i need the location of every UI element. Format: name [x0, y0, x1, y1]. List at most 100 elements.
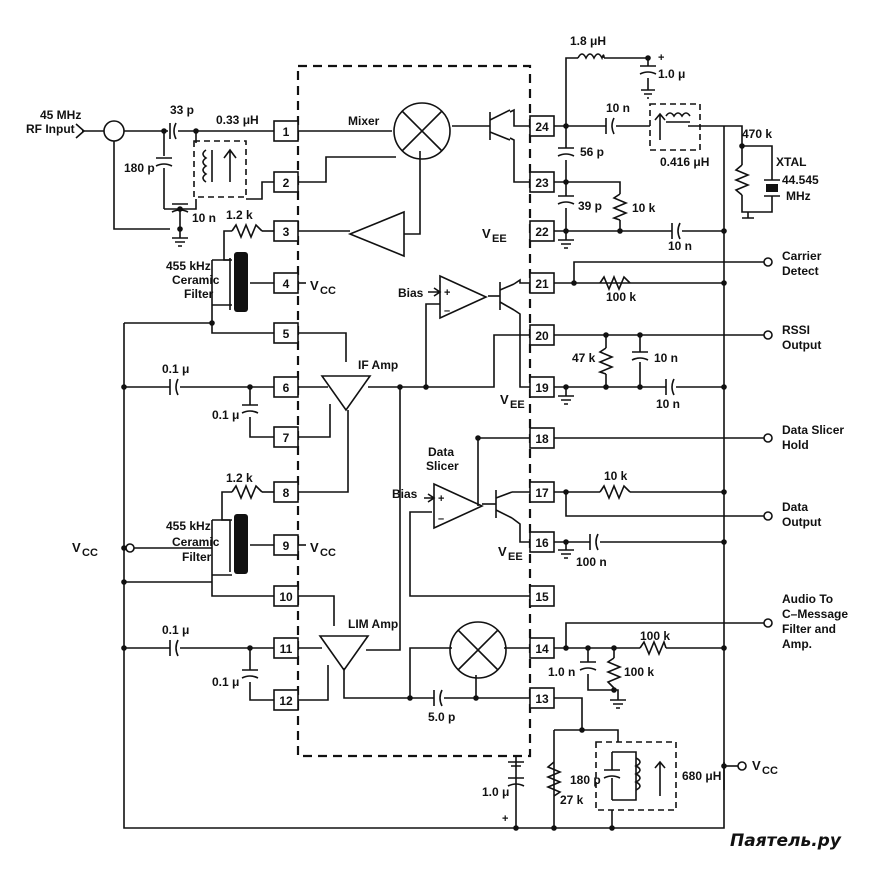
label-data-slicer-1: Data	[428, 445, 454, 459]
svg-text:EE: EE	[508, 551, 523, 563]
pin-19: 19	[535, 381, 549, 395]
inductor-1u8	[577, 53, 605, 61]
mixer-symbol	[393, 102, 451, 160]
label-180p-input: 180 p	[124, 161, 155, 175]
svg-text:CC: CC	[320, 285, 336, 297]
pin-17: 17	[535, 486, 549, 500]
tunable-coil-033uh	[193, 140, 247, 198]
rssi-output-terminal	[763, 330, 773, 340]
pin-24: 24	[535, 120, 549, 134]
label-100k-pin14: 100 k	[640, 629, 670, 643]
capacitor-56p	[557, 147, 575, 157]
label-xtal-freq-1: 44.545	[782, 173, 819, 187]
label-rf-freq: 45 MHz	[40, 108, 81, 122]
capacitor-5p	[433, 689, 443, 707]
capacitor-1n-pin14	[579, 661, 597, 671]
pin-13: 13	[535, 692, 549, 706]
label-10n-input: 10 n	[192, 211, 216, 225]
wires	[82, 57, 773, 829]
label-if-amp: IF Amp	[358, 358, 398, 372]
label-180p-pin13: 180 p	[570, 773, 601, 787]
label-rssi-2: Output	[782, 338, 821, 352]
data-slicer-hold-terminal	[763, 433, 773, 443]
label-filter-a-3: Filter	[184, 287, 214, 301]
label-470k: 470 k	[742, 127, 772, 141]
vcc-label-right: V CC	[752, 758, 778, 777]
pin-16: 16	[535, 536, 549, 550]
label-01u-pin12: 0.1 μ	[212, 675, 239, 689]
pin-18: 18	[535, 432, 549, 446]
label-data-1: Data	[782, 500, 808, 514]
label-audio-2: C–Message	[782, 607, 848, 621]
resistor-47k	[597, 347, 615, 375]
capacitor-100n-pin16	[589, 533, 599, 551]
label-audio-4: Amp.	[782, 637, 812, 651]
label-10n-pin20: 10 n	[654, 351, 678, 365]
pin-7: 7	[283, 431, 290, 445]
label-rssi-1: RSSI	[782, 323, 810, 337]
right-pins	[529, 115, 555, 709]
label-data-slicer-2: Slicer	[426, 459, 459, 473]
ground-pin14	[610, 699, 626, 709]
resistor-100k-pin14	[639, 639, 667, 657]
label-47k: 47 k	[572, 351, 596, 365]
label-1n-pin14: 1.0 n	[548, 665, 575, 679]
pin-8: 8	[283, 486, 290, 500]
pin-5: 5	[283, 327, 290, 341]
data-slicer-transistor	[495, 490, 513, 519]
label-bias-top: Bias	[398, 286, 424, 300]
pin-21: 21	[535, 277, 549, 291]
label-xtal-freq-2: MHz	[786, 189, 811, 203]
label-10n-pin19: 10 n	[656, 397, 680, 411]
audio-output-terminal	[763, 618, 773, 628]
svg-text:CC: CC	[320, 547, 336, 559]
sign-plus-1u-bottom: +	[502, 813, 508, 825]
vcc-label-left: V CC	[72, 540, 98, 559]
ground-pin22	[558, 239, 574, 249]
resistor-100k-pin14-shunt	[605, 657, 623, 689]
pin-12: 12	[279, 694, 293, 708]
resistor-27k	[545, 761, 563, 797]
pin-22: 22	[535, 225, 549, 239]
carrier-detect-transistor	[499, 282, 515, 311]
left-pins	[273, 120, 299, 711]
capacitor-10n-pin20	[631, 351, 649, 361]
label-27k: 27 k	[560, 793, 584, 807]
capacitor-33p	[169, 122, 177, 140]
oscillator-amplifier	[347, 210, 405, 258]
sign-plus-bottom: +	[438, 493, 444, 505]
quadrature-tank-680uh	[595, 741, 677, 811]
vee-label-pin22: V EE	[482, 226, 507, 245]
sign-minus-bottom: –	[438, 513, 444, 525]
svg-text:V: V	[310, 540, 319, 555]
pin-4: 4	[283, 277, 290, 291]
pin-14: 14	[535, 642, 549, 656]
vcc-label-pin4: V CC	[310, 278, 336, 297]
label-audio-1: Audio To	[782, 592, 833, 606]
label-filter-a-2: Ceramic	[172, 273, 220, 287]
label-1u-top: 1.0 μ	[658, 67, 685, 81]
pin-9: 9	[283, 539, 290, 553]
ground-pin16	[558, 549, 574, 559]
pin-20: 20	[535, 329, 549, 343]
label-100k-pin21: 100 k	[606, 290, 636, 304]
resistor-10k-pin17	[599, 483, 631, 501]
ceramic-filter-a	[229, 252, 248, 312]
pin-11: 11	[280, 642, 293, 656]
capacitor-1u-top	[639, 65, 657, 99]
capacitor-1u-bottom	[507, 761, 525, 787]
ground-input	[172, 237, 188, 247]
label-filter-a-1: 455 kHz	[166, 259, 211, 273]
label-01u-pin6: 0.1 μ	[162, 362, 189, 376]
label-01u-pin7: 0.1 μ	[212, 408, 239, 422]
capacitor-10n-pin19	[665, 378, 675, 396]
vee-label-pin16: V EE	[498, 544, 523, 563]
label-lim-amp: LIM Amp	[348, 617, 398, 631]
quadrature-detector-symbol	[449, 621, 507, 679]
carrier-detect-terminal	[763, 257, 773, 267]
label-1u-bottom: 1.0 μ	[482, 785, 509, 799]
resistor-1k2-a	[231, 222, 263, 240]
svg-text:V: V	[310, 278, 319, 293]
label-10k-pin17: 10 k	[604, 469, 628, 483]
resistor-1k2-b	[231, 483, 263, 501]
